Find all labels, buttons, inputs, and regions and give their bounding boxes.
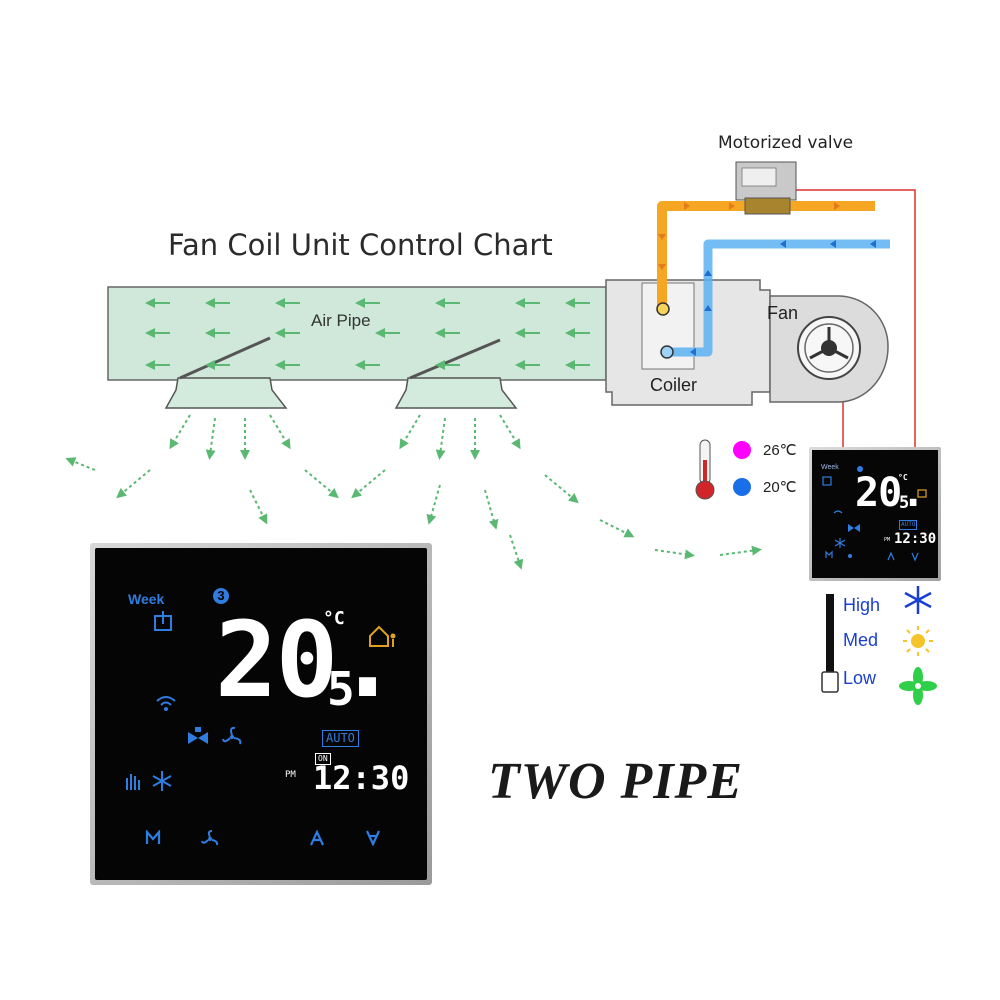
temperature-decimal-small: 5 (899, 493, 910, 513)
fan-speed-high-label: High (843, 595, 881, 615)
week-label-small: Week (821, 464, 839, 471)
thermostat-small-screen: Week 20. 5 °C AUTO PM 12:30 (812, 450, 938, 578)
fan-speed-button[interactable] (201, 830, 219, 848)
air-vent-right (394, 338, 518, 409)
wifi-icon (156, 696, 176, 711)
mode-indicator: AUTO (322, 730, 359, 747)
fan-icon (899, 667, 937, 705)
sun-icon (903, 626, 933, 656)
valve-icon (188, 727, 208, 744)
pipe-type-label: TWO PIPE (488, 753, 743, 810)
chart-title: Fan Coil Unit Control Chart (168, 228, 553, 262)
on-indicator: ON (315, 753, 331, 765)
airflow-arrows-room (65, 414, 762, 570)
temperature-unit: °C (323, 608, 345, 629)
motorized-valve-label: Motorized valve (718, 133, 854, 153)
hand-icon (126, 774, 140, 790)
thermostat-small-icons (822, 466, 927, 562)
hot-temperature-label: 26℃ (763, 442, 797, 459)
fan-speed-switch (821, 594, 839, 693)
fan-speed-med-label: Med (843, 630, 879, 650)
schedule-icon (154, 611, 172, 631)
motorized-valve (735, 161, 797, 215)
thermostat-screen: Week 3 20. 5 °C AUTO ON PM 12:30 (95, 548, 427, 880)
coiler-label: Coiler (650, 375, 698, 395)
cold-temperature-label: 20℃ (763, 479, 797, 496)
clock-display: 12:30 (313, 759, 410, 797)
hot-indicator-dot (733, 441, 751, 459)
day-number: 3 (213, 588, 229, 604)
control-wire-valve (795, 189, 916, 450)
mode-button[interactable] (145, 830, 161, 846)
airflow-arrows-duct (145, 298, 590, 370)
hot-water-pipe (657, 201, 875, 310)
air-pipe-label: Air Pipe (311, 311, 371, 330)
clock-display-small: 12:30 (894, 531, 937, 547)
temperature-decimal: 5 (327, 662, 355, 716)
thermostat-large: Week 3 20. 5 °C AUTO ON PM 12:30 (90, 543, 432, 885)
cold-indicator-dot (733, 478, 751, 496)
cold-water-pipe (668, 239, 890, 357)
temperature-down-button[interactable] (365, 830, 381, 846)
temperature-up-button[interactable] (309, 830, 325, 846)
temperature-unit-small: °C (898, 473, 908, 482)
temperature-display: 20. (215, 599, 399, 721)
air-vent-left (164, 336, 288, 409)
thermometer-icon (695, 439, 715, 500)
ampm-indicator-small: PM (884, 537, 891, 543)
fan-label: Fan (767, 303, 799, 323)
ampm-indicator: PM (285, 770, 296, 780)
snowflake-icon (904, 586, 932, 614)
thermostat-small: Week 20. 5 °C AUTO PM 12:30 (809, 447, 941, 581)
home-icon (369, 625, 396, 647)
snowflake-icon (152, 771, 172, 791)
temperature-display-small: 20. (855, 470, 925, 516)
week-label: Week (128, 591, 165, 607)
fan-mode-icon (222, 726, 242, 745)
fan-speed-low-label: Low (843, 668, 877, 688)
mode-indicator-small: AUTO (899, 520, 918, 530)
